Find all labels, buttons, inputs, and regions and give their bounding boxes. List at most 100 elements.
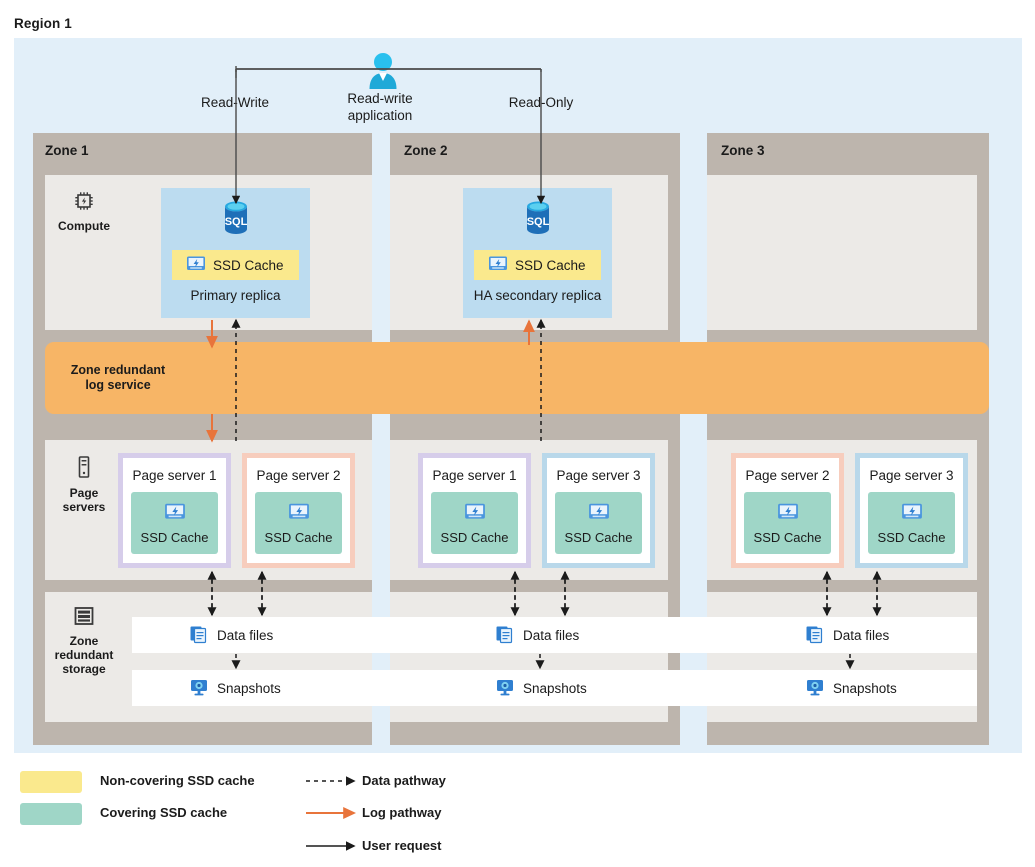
log-service-label-line2: log service (85, 378, 151, 392)
ssd-disk-icon (488, 255, 508, 276)
zone-title-1: Zone 1 (45, 143, 89, 158)
legend-swatch-non-covering (20, 771, 82, 793)
page-server-card[interactable]: Page server 2 SSD Cache (731, 453, 844, 568)
storage-row-snapshots: Snapshots Snapshots Snapshots (132, 670, 977, 706)
ssd-disk-icon (777, 502, 799, 527)
zone-title-2: Zone 2 (404, 143, 448, 158)
primary-replica-ssd-cache-chip: SSD Cache (172, 250, 299, 280)
legend-label-non-covering: Non-covering SSD cache (100, 773, 255, 788)
page-server-ssd-cache: SSD Cache (431, 492, 518, 554)
page-server-ssd-cache: SSD Cache (255, 492, 342, 554)
legend-label-data-pathway: Data pathway (362, 773, 446, 788)
page-server-card[interactable]: Page server 2 SSD Cache (242, 453, 355, 568)
legend-label-user-request: User request (362, 838, 442, 853)
storage-row-data-files: Data files Data files Data files (132, 617, 977, 653)
log-service-label: Zone redundant log service (58, 363, 178, 393)
server-icon (45, 455, 123, 482)
ssd-disk-icon (288, 502, 310, 527)
legend-swatch-covering (20, 803, 82, 825)
page-server-ssd-cache-label: SSD Cache (140, 529, 209, 545)
ssd-disk-icon (901, 502, 923, 527)
log-service-label-line1: Zone redundant (70, 363, 166, 377)
data-files-icon (189, 624, 209, 647)
snapshots-label: Snapshots (217, 680, 281, 696)
read-only-label: Read-Only (508, 95, 574, 110)
rail-compute: Compute (45, 190, 123, 233)
snapshots-item[interactable]: Snapshots (805, 670, 897, 706)
ha-secondary-replica-ssd-cache-label: SSD Cache (515, 257, 586, 273)
rail-page-servers-label-line1: Page (69, 486, 99, 500)
data-files-item[interactable]: Data files (189, 617, 273, 653)
data-files-item[interactable]: Data files (495, 617, 579, 653)
primary-replica-name: Primary replica (190, 288, 281, 303)
legend-label-covering: Covering SSD cache (100, 805, 228, 820)
snapshots-item[interactable]: Snapshots (189, 670, 281, 706)
ha-secondary-replica-name: HA secondary replica (473, 288, 602, 303)
data-files-icon (805, 624, 825, 647)
page-server-ssd-cache: SSD Cache (131, 492, 218, 554)
zone-title-3: Zone 3 (721, 143, 765, 158)
app-label-line2: application (347, 108, 413, 123)
snapshots-label: Snapshots (833, 680, 897, 696)
legend-arrow-data-pathway (306, 776, 356, 786)
page-server-title: Page server 3 (556, 468, 641, 483)
compute-band-zone-3 (707, 175, 977, 330)
snapshot-icon (495, 677, 515, 700)
rail-compute-label: Compute (58, 219, 110, 233)
page-server-ssd-cache: SSD Cache (744, 492, 831, 554)
snapshots-label: Snapshots (523, 680, 587, 696)
sql-database-icon: SQL (218, 198, 254, 247)
legend-arrow-user-request (306, 841, 356, 851)
rail-storage-label-line1: Zone (69, 634, 99, 648)
rail-zone-redundant-storage: Zone redundant storage (45, 605, 123, 676)
page-server-ssd-cache-label: SSD Cache (440, 529, 509, 545)
ssd-disk-icon (164, 502, 186, 527)
ha-secondary-replica-box[interactable]: SQL SSD Cache HA secondary replica (463, 188, 612, 318)
page-server-card[interactable]: Page server 1 SSD Cache (418, 453, 531, 568)
page-server-ssd-cache-label: SSD Cache (264, 529, 333, 545)
sql-database-icon: SQL (520, 198, 556, 247)
data-files-label: Data files (217, 627, 274, 643)
ssd-disk-icon (186, 255, 206, 276)
page-server-card[interactable]: Page server 1 SSD Cache (118, 453, 231, 568)
legend-label-log-pathway: Log pathway (362, 805, 442, 820)
svg-text:SQL: SQL (224, 216, 247, 228)
data-files-label: Data files (833, 627, 890, 643)
legend: Non-covering SSD cache Covering SSD cach… (14, 768, 1014, 863)
read-write-application-label: Read-write application (310, 90, 450, 124)
primary-replica-ssd-cache-label: SSD Cache (213, 257, 284, 273)
rail-page-servers: Page servers (45, 455, 123, 514)
cpu-chip-icon (45, 190, 123, 215)
page-server-ssd-cache-label: SSD Cache (564, 529, 633, 545)
page-server-ssd-cache: SSD Cache (868, 492, 955, 554)
legend-arrow-log-pathway (306, 807, 356, 819)
rail-page-servers-label-line2: servers (62, 500, 106, 514)
storage-stack-icon (45, 605, 123, 630)
page-server-title: Page server 3 (869, 468, 954, 483)
page-server-ssd-cache: SSD Cache (555, 492, 642, 554)
page-server-title: Page server 2 (256, 468, 341, 483)
zone-redundant-log-service (45, 342, 989, 414)
svg-text:SQL: SQL (526, 216, 549, 228)
page-server-title: Page server 1 (432, 468, 517, 483)
data-files-item[interactable]: Data files (805, 617, 889, 653)
snapshot-icon (805, 677, 825, 700)
page-server-card[interactable]: Page server 3 SSD Cache (542, 453, 655, 568)
page-server-ssd-cache-label: SSD Cache (877, 529, 946, 545)
ssd-disk-icon (464, 502, 486, 527)
snapshots-item[interactable]: Snapshots (495, 670, 587, 706)
rail-storage-label-line2: redundant (54, 648, 114, 662)
page-server-title: Page server 1 (132, 468, 217, 483)
data-files-icon (495, 624, 515, 647)
user-icon (366, 52, 397, 89)
rail-storage-label-line3: storage (62, 662, 106, 676)
ha-secondary-replica-ssd-cache-chip: SSD Cache (474, 250, 601, 280)
data-files-label: Data files (523, 627, 580, 643)
app-label-line1: Read-write (347, 91, 413, 106)
primary-replica-box[interactable]: SQL SSD Cache Primary replica (161, 188, 310, 318)
read-write-label: Read-Write (200, 95, 270, 110)
page-server-ssd-cache-label: SSD Cache (753, 529, 822, 545)
page-server-card[interactable]: Page server 3 SSD Cache (855, 453, 968, 568)
region-title: Region 1 (14, 16, 72, 31)
page-server-title: Page server 2 (745, 468, 830, 483)
